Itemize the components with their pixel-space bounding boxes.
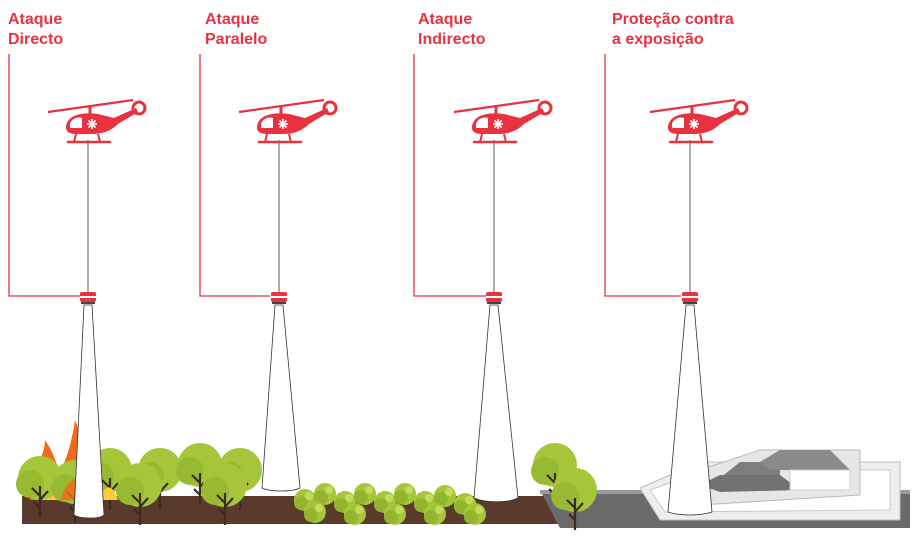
water-bucket-icon xyxy=(271,292,287,304)
helicopter-icon xyxy=(237,98,338,144)
title-parallel-attack: Ataque Paralelo xyxy=(205,11,268,48)
title-exposure-protection: Proteção contra a exposição xyxy=(612,11,734,48)
water-bucket-icon xyxy=(682,292,698,304)
helicopter-icon xyxy=(452,98,553,144)
helicopter-icon xyxy=(648,98,749,144)
water-bucket-icon xyxy=(80,292,96,304)
title-indirect-attack: Ataque Indirecto xyxy=(418,11,486,48)
helicopter-icon xyxy=(46,98,147,144)
leader-lines xyxy=(8,54,681,297)
water-bucket-icon xyxy=(486,292,502,304)
cables xyxy=(87,140,691,292)
water-streams xyxy=(73,304,713,519)
title-direct-attack: Ataque Directo xyxy=(8,11,64,48)
